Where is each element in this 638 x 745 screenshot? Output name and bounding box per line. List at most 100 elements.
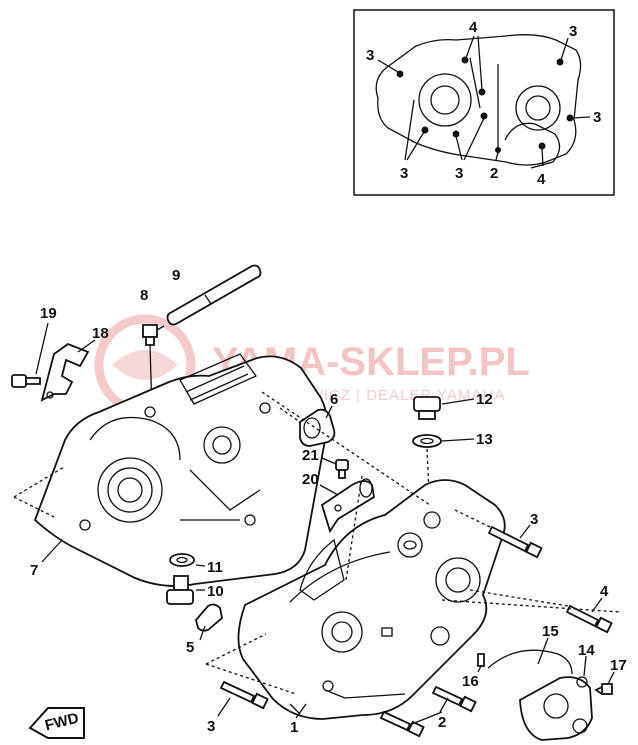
bolt-part-2-lower <box>379 710 443 738</box>
label-3: 3 <box>207 718 215 735</box>
gasket-ring <box>487 649 573 675</box>
pin-part-16 <box>477 653 485 673</box>
bracket-part-18 <box>40 339 96 402</box>
label-13: 13 <box>476 431 493 448</box>
inset-lower-boss <box>504 122 561 169</box>
left-crankcase-part-7 <box>13 353 329 587</box>
bolt-2-shank <box>431 685 464 707</box>
inset-bolt-holes <box>396 56 574 153</box>
label-3: 3 <box>530 511 538 528</box>
bushing-part-6 <box>279 405 336 447</box>
fitting-stem <box>145 336 155 346</box>
label-17: 17 <box>610 657 627 674</box>
fwd-arrow-shape <box>28 707 85 739</box>
label-7: 7 <box>30 562 38 579</box>
assembly-axis-lines <box>261 391 621 613</box>
screw-head <box>11 374 27 388</box>
washer-ring <box>412 434 442 448</box>
inset-ribs <box>469 57 499 154</box>
right-crankcase-part-1 <box>205 479 506 720</box>
shaft-body <box>166 264 262 326</box>
washer-part-11 <box>169 553 206 567</box>
inset-hole <box>566 114 574 122</box>
inset-label-3: 3 <box>366 47 374 64</box>
label-20: 20 <box>302 471 319 488</box>
inset-right-bore-inner <box>525 95 551 121</box>
bolt-3-head <box>525 541 543 559</box>
inset-hole <box>538 142 546 150</box>
drain-plug-thread <box>173 575 189 591</box>
label-16: 16 <box>462 673 479 690</box>
bolt-2b-head <box>407 720 425 738</box>
bolt-part-2 <box>431 685 477 713</box>
label-12: 12 <box>476 391 493 408</box>
label-2: 2 <box>438 714 446 731</box>
label-11: 11 <box>207 559 223 576</box>
label-1: 1 <box>290 719 298 736</box>
bolt-part-3-right <box>454 509 543 559</box>
fwd-arrow: FWD <box>28 707 85 739</box>
bolt-4-shank <box>565 604 600 628</box>
label-10: 10 <box>207 583 224 600</box>
inset-hole <box>556 58 564 66</box>
bolt-21-head <box>335 459 349 471</box>
inset-hole <box>421 126 429 134</box>
screw-part-19 <box>11 322 49 388</box>
inset-hole <box>452 130 460 138</box>
inset-hole <box>478 88 486 96</box>
right-case-left-bore <box>321 611 363 653</box>
inset-hole <box>461 56 469 64</box>
label-15: 15 <box>542 623 559 640</box>
label-6: 6 <box>330 391 338 408</box>
fitting-head <box>142 324 158 338</box>
bushing-part-5 <box>195 603 223 641</box>
inset-label-3: 3 <box>593 109 601 126</box>
plug-thread <box>418 410 436 420</box>
plug-part-12 <box>413 396 475 420</box>
screw-thread <box>25 377 41 385</box>
drain-plug-head <box>166 589 194 605</box>
shaft-part-9 <box>166 264 262 326</box>
part-labels: 1 2 3 3 4 5 6 7 8 9 10 11 12 13 14 15 16… <box>30 267 627 736</box>
washer-11-ring <box>169 553 195 567</box>
inset-hole <box>495 147 501 153</box>
cover-part-14 <box>519 655 593 741</box>
inset-hole <box>480 112 488 120</box>
label-21: 21 <box>302 447 319 464</box>
left-case-fins <box>179 353 257 405</box>
left-case-second-bore <box>203 426 241 464</box>
inset-left-bore-inner <box>430 85 460 115</box>
label-18: 18 <box>92 325 109 342</box>
screw-part-17 <box>594 671 615 696</box>
inset-bolt-pattern: 3 4 3 3 3 3 2 4 <box>353 9 615 196</box>
cover-body <box>519 676 593 741</box>
inset-label-2: 2 <box>490 165 498 182</box>
inset-case-outline <box>375 34 582 166</box>
bolt-part-21 <box>321 457 349 479</box>
label-14: 14 <box>578 642 595 659</box>
right-case-top-boss <box>397 532 423 558</box>
inset-label-4: 4 <box>469 19 478 36</box>
bolt-2b-shank <box>379 710 412 732</box>
bolt-2-head <box>459 695 477 713</box>
label-9: 9 <box>172 267 180 284</box>
bolt-part-3-left <box>217 680 269 717</box>
bolt-part-4 <box>469 589 613 634</box>
inset-left-bore <box>418 73 472 127</box>
bolt-4-head <box>595 616 613 634</box>
inset-leaders <box>377 35 591 167</box>
label-5: 5 <box>186 639 194 656</box>
right-case-arm <box>299 538 345 601</box>
fitting-part-8 <box>142 324 165 413</box>
inset-label-4: 4 <box>537 171 546 188</box>
right-case-outline <box>237 479 506 720</box>
right-case-right-bore <box>435 557 481 603</box>
bolt-3-shank <box>487 525 530 553</box>
inset-label-3: 3 <box>569 23 577 40</box>
inset-right-bore <box>515 85 561 131</box>
screw-17-head <box>601 683 613 695</box>
label-19: 19 <box>40 305 57 322</box>
label-4: 4 <box>600 583 609 600</box>
bolt-3l-head <box>251 692 269 710</box>
